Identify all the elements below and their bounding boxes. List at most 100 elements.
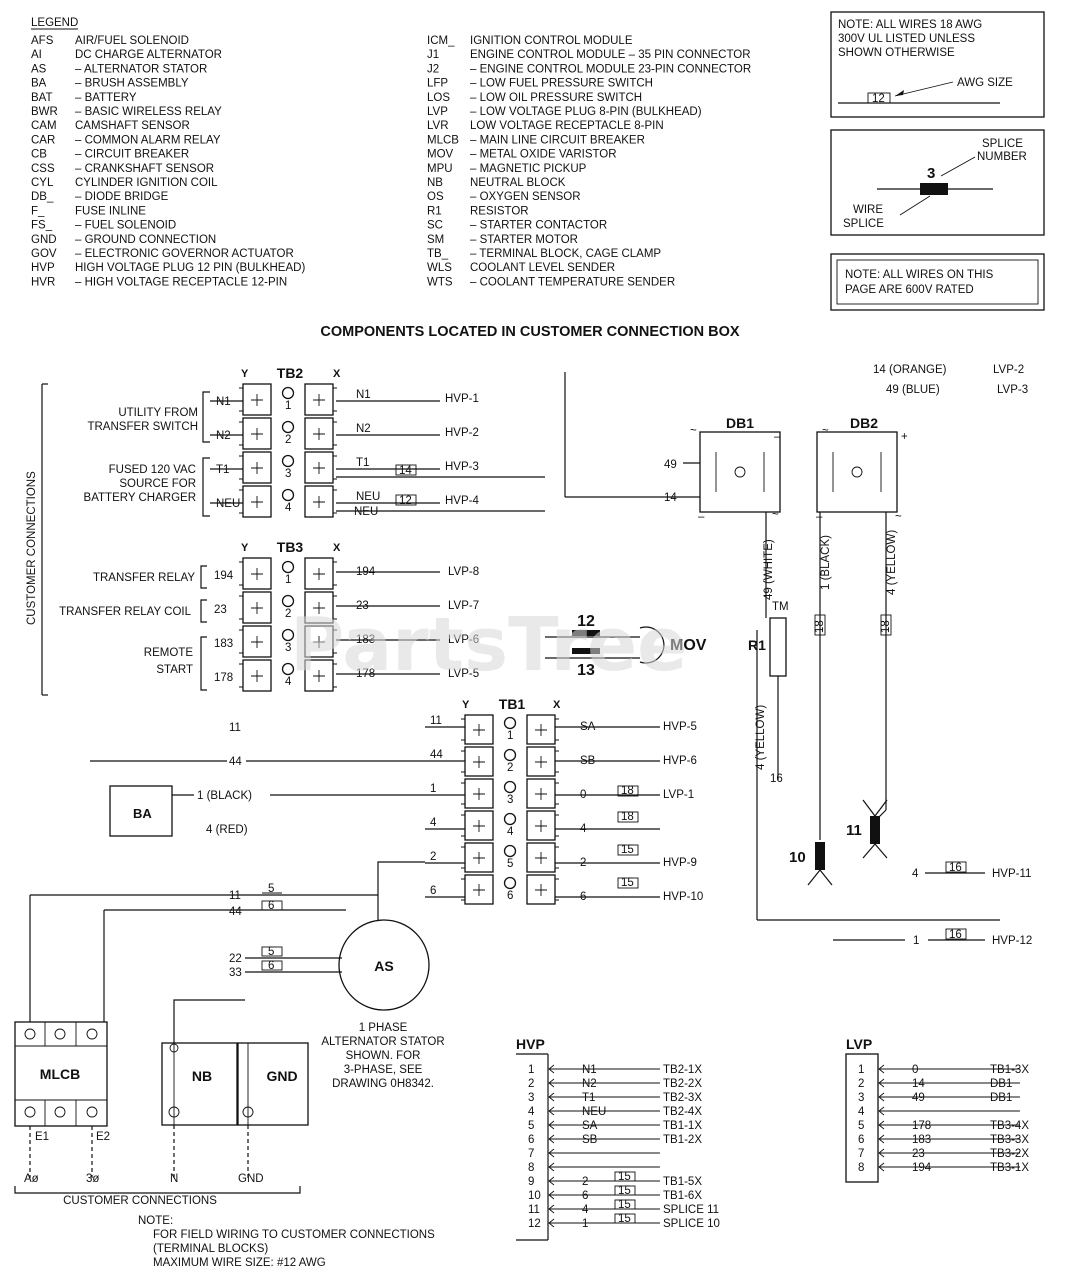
terminal-screw-icon — [313, 394, 325, 406]
terminal-number: 2 — [507, 762, 513, 774]
legend-abbr: SM — [427, 234, 444, 246]
legend-abbr: F_ — [31, 205, 45, 217]
tb2-y: Y — [241, 368, 249, 380]
tb2-x: X — [333, 368, 341, 380]
as-w11: 11 — [229, 890, 241, 902]
stator-note-2: ALTERNATOR STATOR — [321, 1036, 444, 1048]
terminal-screw-icon — [313, 462, 325, 474]
as-gauge-5a: 5 — [268, 883, 274, 895]
legend-abbr: AI — [31, 49, 42, 61]
hvp-target: SPLICE 10 — [663, 1218, 720, 1230]
legend-desc: – BASIC WIRELESS RELAY — [75, 106, 222, 118]
tb1-left-wire: 6 — [430, 885, 436, 897]
tb3-target: LVP-8 — [448, 566, 479, 578]
hvp-target: TB1-5X — [663, 1176, 702, 1188]
terminal-jumper-icon — [281, 454, 295, 468]
legend-abbr: AFS — [31, 35, 54, 47]
legend-desc: – COOLANT TEMPERATURE SENDER — [470, 276, 675, 288]
terminal-number: 4 — [507, 826, 514, 838]
fused-label-3: BATTERY CHARGER — [84, 492, 196, 504]
hvp-wire: SA — [582, 1120, 598, 1132]
terminal-jumper-icon — [503, 844, 517, 858]
legend-desc: – HIGH VOLTAGE RECEPTACLE 12-PIN — [75, 276, 287, 288]
lvp-wire: 183 — [912, 1134, 931, 1146]
tb1-left-wire: 1 — [430, 783, 436, 795]
terminal-screw-icon — [251, 568, 263, 580]
terminal-jumper-icon — [281, 560, 295, 574]
tb2-extra-neu: NEU — [354, 506, 378, 518]
terminal-number: 4 — [285, 502, 292, 514]
tb1-gauge: 15 — [621, 844, 634, 856]
terminal-screw-icon — [535, 724, 547, 736]
hvp-target: SPLICE 11 — [663, 1204, 719, 1216]
lvp-target: DB1 — [990, 1092, 1012, 1104]
lvp-wire: 178 — [912, 1120, 931, 1132]
terminal-jumper-icon — [503, 748, 517, 762]
hvp-target: TB1-6X — [663, 1190, 702, 1202]
db1-ac-top: ~ — [690, 425, 697, 437]
fused-label-2: SOURCE FOR — [119, 478, 196, 490]
alternator-stator: AS 11 44 5 6 22 33 5 6 1 PHASE ALTERNATO… — [29, 861, 445, 1090]
neutral-label: N — [170, 1173, 178, 1185]
lvp-pin: 2 — [858, 1078, 864, 1090]
tb1-x: X — [553, 699, 561, 711]
tb3-y: Y — [241, 542, 249, 554]
lvp-target: TB3-3X — [990, 1134, 1029, 1146]
tb3-left-wire: 194 — [214, 570, 234, 582]
wire-splice-1: WIRE — [853, 204, 883, 216]
hvp-wire: SB — [582, 1134, 598, 1146]
tb3-right-wire: 183 — [356, 634, 375, 646]
terminal-jumper-icon — [281, 420, 295, 434]
hvp-wire: NEU — [582, 1106, 606, 1118]
r1-yellow-label: 4 (YELLOW) — [755, 705, 767, 770]
terminal-screw-icon — [473, 788, 485, 800]
lvp-wire: 23 — [912, 1148, 925, 1160]
tb1-target: HVP-5 — [663, 721, 697, 733]
tb3-left-wire: 183 — [214, 638, 233, 650]
tb2-gauge-12: 12 — [399, 495, 412, 507]
legend-abbr: OS — [427, 191, 444, 203]
hvp-wire: 4 — [582, 1204, 589, 1216]
tb3-target: LVP-5 — [448, 668, 479, 680]
legend-abbr: GND — [31, 234, 57, 246]
terminal-jumper-icon — [503, 780, 517, 794]
hvp-pin: 2 — [528, 1078, 534, 1090]
hvp11-gauge: 16 — [949, 862, 962, 874]
terminal-jumper-icon — [503, 716, 517, 730]
db1-wire-14: 14 — [664, 492, 677, 504]
lvp-pin: 8 — [858, 1162, 864, 1174]
lvp-pin: 4 — [858, 1106, 865, 1118]
mlcb-breaker: MLCB E1 E2 Aø 3ø — [14, 1021, 110, 1185]
db1-minus: – — [774, 431, 781, 443]
terminal-screw-icon — [535, 820, 547, 832]
legend-abbr: HVR — [31, 276, 55, 288]
tb1-right-wire: SB — [580, 755, 596, 767]
hvp-gauge: 15 — [618, 1185, 631, 1197]
terminal-screw-icon — [535, 884, 547, 896]
rated-line-1: NOTE: ALL WIRES ON THIS — [845, 269, 994, 281]
hvp-wire: N1 — [582, 1064, 597, 1076]
legend-desc: – FUEL SOLENOID — [75, 220, 176, 232]
r1-gauge: 16 — [770, 773, 783, 785]
legend-desc: COOLANT LEVEL SENDER — [470, 262, 615, 274]
terminal-jumper-icon — [503, 812, 517, 826]
watermark-tm: TM — [772, 601, 789, 613]
legend-desc: – BATTERY — [75, 92, 137, 104]
terminal-jumper-icon — [281, 488, 295, 502]
tb2-target: HVP-2 — [445, 427, 479, 439]
hvp-pin: 8 — [528, 1162, 534, 1174]
splice-10-label: 10 — [789, 849, 806, 866]
terminal-screw-icon — [473, 756, 485, 768]
legend-desc: – DIODE BRIDGE — [75, 191, 169, 203]
terminal-screw-icon — [473, 820, 485, 832]
tb2-left-wire: N1 — [216, 396, 231, 408]
terminal-number: 2 — [285, 434, 291, 446]
legend-desc: ENGINE CONTROL MODULE – 35 PIN CONNECTOR — [470, 49, 751, 61]
hvp11-target: HVP-11 — [992, 868, 1031, 880]
tb1-left-wire: 44 — [430, 749, 443, 761]
legend-abbr: CAR — [31, 134, 55, 146]
hvp12-target: HVP-12 — [992, 935, 1032, 947]
db2-ac-top: ~ — [822, 425, 829, 437]
